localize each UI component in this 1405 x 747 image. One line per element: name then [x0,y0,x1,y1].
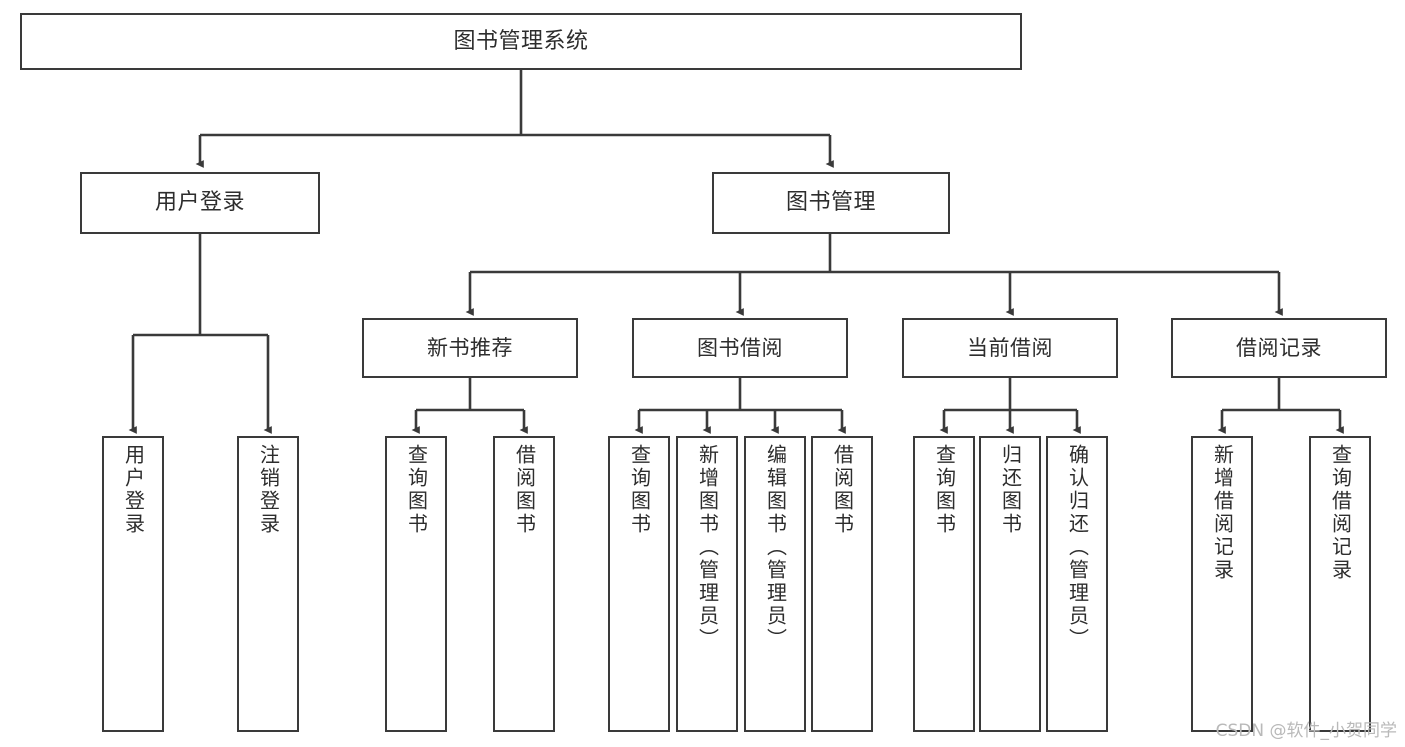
node-book-borrow[interactable]: 图书借阅 [632,318,848,378]
node-label: 借阅图书 [830,444,855,536]
node-label: 查询图书 [404,444,429,536]
node-label: 新增图书（管理员） [695,444,720,651]
leaf-book-borrow-query-book[interactable]: 查询图书 [608,436,670,732]
node-label: 编辑图书（管理员） [763,444,788,651]
leaf-user-login-login[interactable]: 用户登录 [102,436,164,732]
leaf-user-login-logout[interactable]: 注销登录 [237,436,299,732]
node-label: 查询图书 [627,444,652,536]
leaf-new-book-borrow-book[interactable]: 借阅图书 [493,436,555,732]
node-label: 归还图书 [998,444,1023,536]
node-label: 新书推荐 [427,335,513,360]
node-label: 借阅图书 [512,444,537,536]
leaf-current-borrow-query-book[interactable]: 查询图书 [913,436,975,732]
node-label: 当前借阅 [967,335,1053,360]
leaf-borrow-record-query-record[interactable]: 查询借阅记录 [1309,436,1371,732]
leaf-current-borrow-confirm-return-admin[interactable]: 确认归还（管理员） [1046,436,1108,732]
node-user-login[interactable]: 用户登录 [80,172,320,234]
leaf-borrow-record-add-record[interactable]: 新增借阅记录 [1191,436,1253,732]
leaf-new-book-query-book[interactable]: 查询图书 [385,436,447,732]
node-label: 图书借阅 [697,335,783,360]
leaf-book-borrow-edit-book-admin[interactable]: 编辑图书（管理员） [744,436,806,732]
node-new-book-recommend[interactable]: 新书推荐 [362,318,578,378]
node-label: 图书管理系统 [453,28,589,54]
node-label: 查询图书 [932,444,957,536]
node-label: 图书管理 [785,190,876,216]
leaf-current-borrow-return-book[interactable]: 归还图书 [979,436,1041,732]
leaf-book-borrow-add-book-admin[interactable]: 新增图书（管理员） [676,436,738,732]
node-label: 注销登录 [256,444,281,536]
node-label: 用户登录 [154,190,245,216]
node-label: 确认归还（管理员） [1065,444,1090,651]
node-label: 借阅记录 [1236,335,1322,360]
node-borrow-record[interactable]: 借阅记录 [1171,318,1387,378]
node-label: 查询借阅记录 [1328,444,1353,582]
node-label: 用户登录 [121,444,146,536]
node-current-borrow[interactable]: 当前借阅 [902,318,1118,378]
node-book-management[interactable]: 图书管理 [712,172,950,234]
leaf-book-borrow-borrow-book[interactable]: 借阅图书 [811,436,873,732]
node-root-book-management-system[interactable]: 图书管理系统 [20,13,1022,70]
node-label: 新增借阅记录 [1210,444,1235,582]
